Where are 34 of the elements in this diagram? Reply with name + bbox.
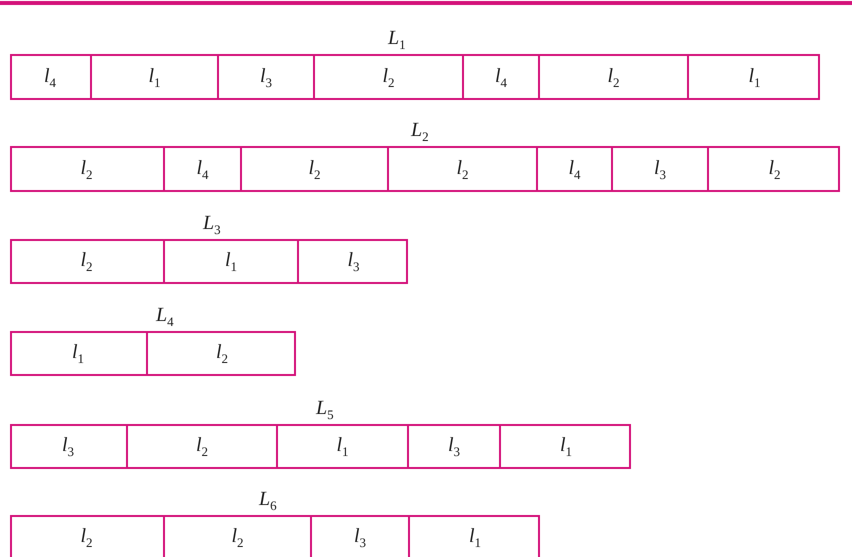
bar-label: L$_{3}$ [203,213,221,236]
bar-label: L$_{5}$ [316,398,334,421]
segment-label: l$_{2}$ [231,526,244,549]
segment-label: l$_{3}$ [654,158,666,180]
segment-label: l$_{2}$ [308,158,321,180]
segment-label: l$_{2}$ [80,250,93,273]
segment-label: l$_{2}$ [456,158,469,180]
segment-label: l$_{1}$ [560,435,572,458]
segment-label: l$_{2}$ [216,342,228,365]
segment-label: l$_{1}$ [148,66,161,88]
bar-label: L$_{6}$ [259,489,277,512]
segment-label: l$_{2}$ [80,158,93,180]
segment-label: l$_{1}$ [72,342,84,365]
bar-label: L$_{1}$ [388,28,406,51]
segment-label: l$_{3}$ [448,435,460,458]
segment-label: l$_{1}$ [336,435,349,458]
segment-label: l$_{4}$ [44,66,56,88]
segment-label: l$_{2}$ [607,66,620,88]
segment-label: l$_{3}$ [354,526,366,549]
segment-label: l$_{3}$ [260,66,272,88]
segment-label: l$_{4}$ [568,158,581,180]
segment-label: l$_{1}$ [468,526,482,549]
segment-label: l$_{4}$ [196,158,209,180]
segment-label: l$_{1}$ [748,66,761,88]
segment-label: l$_{1}$ [224,250,238,273]
segment-label: l$_{2}$ [768,158,781,180]
segment-label: l$_{2}$ [196,435,208,458]
segment-label: l$_{2}$ [382,66,395,88]
segment-label: l$_{2}$ [80,526,93,549]
segment-label: l$_{3}$ [347,250,360,273]
bar-label: L$_{4}$ [156,305,174,328]
segment-label: l$_{3}$ [62,435,74,458]
segment-label: l$_{4}$ [494,66,508,88]
bar-label: L$_{2}$ [411,120,429,143]
